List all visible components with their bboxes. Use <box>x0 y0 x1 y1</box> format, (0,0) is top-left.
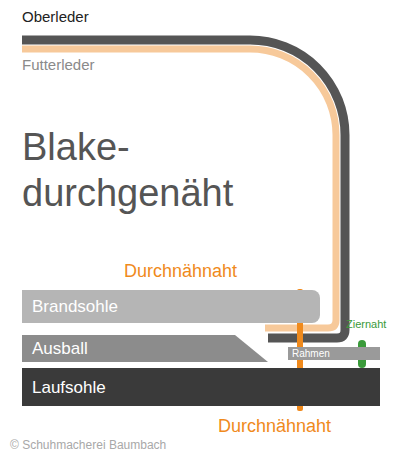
outsole-band: Laufsohle <box>22 368 380 406</box>
filler-band: Ausball <box>22 335 268 362</box>
decorative-seam-label: Ziernaht <box>346 318 386 331</box>
lining-leather <box>22 49 336 328</box>
diagram-title: Blake- durchgenäht <box>22 124 272 216</box>
insole-band: Brandsohle <box>22 290 320 323</box>
part-name: Brandsohle <box>32 298 118 315</box>
lining-label: Futterleder <box>22 56 95 74</box>
seam-label: Durchnähnaht <box>218 416 331 438</box>
upper-leather <box>22 40 345 338</box>
filler-outline <box>22 335 268 362</box>
part-name: Ausball <box>32 340 88 357</box>
welt-band: Rahmen <box>288 347 380 360</box>
upper-label: Oberleder <box>22 8 89 26</box>
part-name: Rahmen <box>292 349 330 359</box>
seam-label: Durchnähnaht <box>124 261 237 283</box>
part-name: Laufsohle <box>32 379 106 396</box>
copyright-note: © Schuhmacherei Baumbach <box>10 438 166 452</box>
